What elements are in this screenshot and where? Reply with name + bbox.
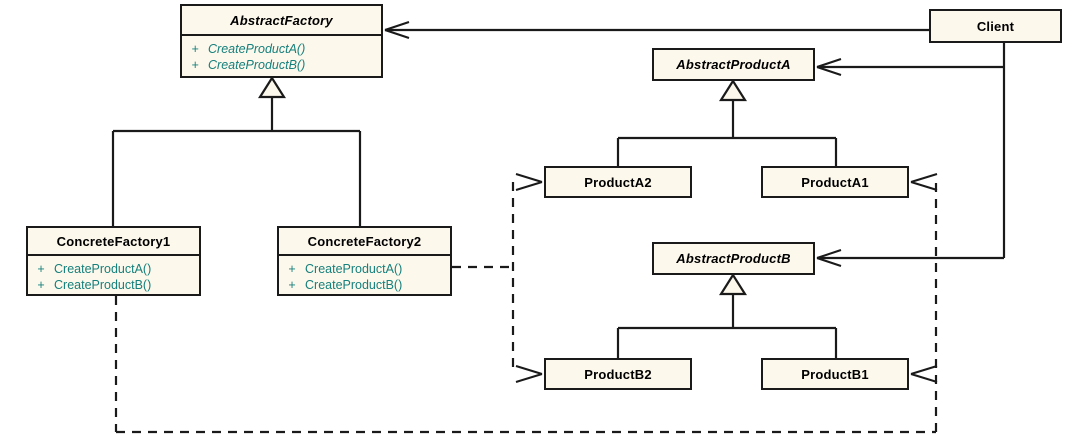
generalization-product-b (616, 272, 838, 358)
class-title-product-b1: ProductB1 (801, 366, 869, 382)
generalization-factories (111, 75, 362, 226)
class-title-abstract-factory: AbstractFactory (230, 12, 333, 28)
class-title-product-a1: ProductA1 (801, 174, 869, 190)
class-box-concrete-factory2[interactable]: ConcreteFactory2 + CreateProductA() + Cr… (277, 226, 452, 296)
class-member: + CreateProductB() (182, 57, 381, 73)
class-box-abstract-factory[interactable]: AbstractFactory + CreateProductA() + Cre… (180, 4, 383, 78)
association-client-abstractproducta (816, 43, 1006, 76)
member-signature: CreateProductA() (54, 262, 152, 276)
class-members-concrete-factory1: + CreateProductA() + CreateProductB() (28, 254, 199, 297)
member-visibility: + (288, 278, 296, 292)
class-title-concrete-factory1: ConcreteFactory1 (56, 233, 171, 249)
member-signature: CreateProductB() (208, 58, 306, 72)
dependency-concretefactory2-products (452, 182, 515, 374)
class-title-product-b2: ProductB2 (584, 366, 652, 382)
class-box-concrete-factory1[interactable]: ConcreteFactory1 + CreateProductA() + Cr… (26, 226, 201, 296)
generalization-product-a (616, 78, 838, 166)
class-member: + CreateProductA() (28, 261, 199, 277)
class-title-abstract-product-a: AbstractProductA (676, 57, 791, 72)
member-signature: CreateProductA() (305, 262, 403, 276)
member-signature: CreateProductB() (305, 278, 403, 292)
class-box-product-b1[interactable]: ProductB1 (761, 358, 909, 390)
dependency-concretefactory1-products (114, 182, 938, 434)
class-box-product-a2[interactable]: ProductA2 (544, 166, 692, 198)
member-signature: CreateProductB() (54, 278, 152, 292)
dependency-arrowheads-factory1 (910, 173, 938, 383)
class-member: + CreateProductB() (28, 277, 199, 293)
association-client-abstractfactory (384, 21, 929, 39)
member-visibility: + (37, 262, 45, 276)
dependency-arrowheads-factory2 (515, 173, 543, 383)
class-box-product-a1[interactable]: ProductA1 (761, 166, 909, 198)
generalization-triangle-abstractproducta (719, 78, 747, 102)
association-client-abstractproductb (816, 67, 1006, 267)
class-box-product-b2[interactable]: ProductB2 (544, 358, 692, 390)
class-box-client[interactable]: Client (929, 9, 1062, 43)
class-title-abstract-product-b: AbstractProductB (676, 251, 791, 266)
member-visibility: + (191, 42, 199, 56)
member-visibility: + (191, 58, 199, 72)
generalization-triangle-abstractproductb (719, 272, 747, 296)
class-member: + CreateProductB() (279, 277, 450, 293)
member-visibility: + (37, 278, 45, 292)
member-signature: CreateProductA() (208, 42, 306, 56)
class-title-client: Client (976, 18, 1015, 34)
class-title-concrete-factory2: ConcreteFactory2 (307, 233, 422, 249)
class-member: + CreateProductA() (279, 261, 450, 277)
class-members-abstract-factory: + CreateProductA() + CreateProductB() (182, 34, 381, 77)
class-members-concrete-factory2: + CreateProductA() + CreateProductB() (279, 254, 450, 297)
generalization-triangle-abstractfactory (258, 75, 286, 99)
class-box-abstract-product-a[interactable]: AbstractProductA (652, 48, 815, 81)
class-box-abstract-product-b[interactable]: AbstractProductB (652, 242, 815, 275)
class-member: + CreateProductA() (182, 41, 381, 57)
class-title-product-a2: ProductA2 (584, 174, 652, 190)
member-visibility: + (288, 262, 296, 276)
